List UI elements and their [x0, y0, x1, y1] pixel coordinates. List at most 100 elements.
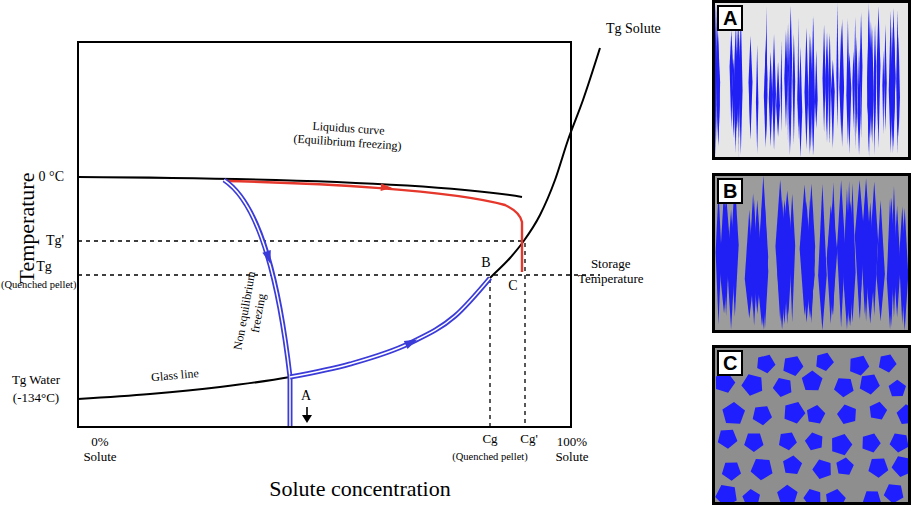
label-text: A	[301, 388, 311, 404]
ice-crystal	[846, 18, 849, 145]
axis-end-label: 0% Solute	[83, 435, 116, 465]
point-label: B	[481, 255, 490, 271]
label-text: B	[481, 255, 490, 271]
ice-crystal	[722, 402, 745, 424]
ice-crystal	[808, 191, 815, 317]
micrograph-panel	[712, 0, 911, 160]
micrograph-panel	[712, 173, 911, 333]
ice-crystal	[870, 402, 887, 420]
storage-line	[78, 274, 600, 275]
ice-crystal	[876, 200, 885, 321]
ice-crystal	[779, 432, 797, 450]
point-arrow	[306, 407, 308, 416]
axis-end-label: 100% Solute	[555, 435, 588, 465]
ice-crystal	[807, 405, 825, 423]
arrow-head	[404, 340, 417, 349]
ice-crystal	[827, 205, 835, 324]
ice-crystal	[829, 32, 831, 143]
curve-label: Liquidus curve (Equilibrium freezing)	[282, 118, 414, 155]
tick-label: Tg Water	[12, 373, 60, 388]
ice-crystal	[785, 402, 806, 424]
ice-crystal	[866, 202, 875, 324]
quench-drop-core	[289, 377, 291, 426]
ice-crystal	[809, 36, 812, 152]
ice-crystal	[804, 27, 808, 149]
ice-crystal	[793, 33, 796, 144]
point-label: A	[301, 388, 311, 404]
point-label: C	[508, 278, 517, 294]
ice-crystal	[868, 459, 888, 478]
ice-crystal	[857, 48, 860, 155]
ice-crystal	[784, 31, 787, 129]
label-text: Liquidus curve (Equilibrium freezing)	[282, 118, 414, 155]
ice-crystal	[901, 208, 908, 331]
ice-crystal	[892, 23, 896, 147]
label-text: (Quenched pellet)	[452, 451, 528, 463]
ice-crystal	[832, 434, 852, 455]
ice-crystal	[836, 458, 853, 475]
ice-crystal	[850, 356, 869, 376]
panel-label: B	[717, 178, 743, 204]
ice-crystal	[777, 485, 798, 505]
tick-note: (Quenched pellet)	[1, 279, 77, 291]
label-text: Cg'	[520, 432, 538, 447]
ice-crystal	[884, 24, 887, 131]
tick-note: (Quenched pellet)	[452, 451, 528, 463]
ice-crystal	[812, 460, 831, 479]
ice-crystal	[783, 190, 792, 324]
ice-crystal	[753, 406, 772, 425]
tick-label: Cg'	[520, 432, 538, 447]
arrow-head	[262, 250, 270, 264]
ice-crystal	[815, 49, 818, 128]
ice-crystal	[884, 484, 904, 503]
ice-crystal	[877, 6, 881, 148]
panel-ground	[712, 173, 911, 333]
ice-crystal	[717, 32, 720, 147]
ice-crystal	[744, 434, 763, 452]
ice-crystal	[896, 10, 899, 155]
label-text: 0% Solute	[83, 435, 116, 465]
ice-crystal	[799, 47, 802, 158]
tick-note: (-134°C)	[13, 391, 59, 406]
ice-crystal	[805, 432, 823, 450]
label-text: Cg	[482, 432, 497, 447]
panel-label: A	[717, 5, 743, 31]
ice-crystal	[749, 57, 751, 139]
ice-crystal	[837, 180, 845, 328]
panel-ground	[712, 345, 911, 505]
label-text: Tg Solute	[606, 21, 661, 37]
ice-crystal	[855, 180, 865, 319]
ice-crystal	[825, 32, 828, 143]
ice-crystal	[766, 6, 768, 132]
ice-crystal	[823, 24, 826, 132]
label-text: Glass line	[151, 367, 200, 385]
label-text: Tg	[36, 259, 52, 275]
tg-prime-line	[78, 240, 523, 241]
ice-crystal	[840, 19, 844, 147]
ice-crystal	[756, 45, 758, 154]
ice-crystal	[748, 36, 752, 140]
label-text: C	[508, 278, 517, 294]
micrograph-panel: A	[712, 0, 911, 160]
label-text: Tg'	[46, 233, 64, 249]
ice-crystal	[870, 27, 873, 144]
label-text: (Quenched pellet)	[1, 279, 77, 291]
ice-crystal	[839, 24, 843, 134]
cg-prime-line	[524, 243, 525, 427]
ice-crystal	[722, 463, 741, 481]
ice-crystal	[860, 375, 880, 395]
tick-label: Tg	[36, 259, 52, 275]
ice-crystal	[855, 36, 857, 134]
ice-crystal	[732, 58, 735, 138]
ice-crystal	[739, 9, 743, 154]
ice-crystal	[757, 355, 775, 374]
ice-crystal	[831, 60, 835, 149]
ice-crystal	[863, 434, 881, 453]
ice-crystal	[891, 186, 896, 318]
liquidus-curve	[78, 177, 522, 197]
cg-line	[489, 279, 490, 427]
ice-crystal	[787, 23, 789, 143]
ice-crystal	[789, 6, 792, 148]
label-text: 100% Solute	[555, 435, 588, 465]
